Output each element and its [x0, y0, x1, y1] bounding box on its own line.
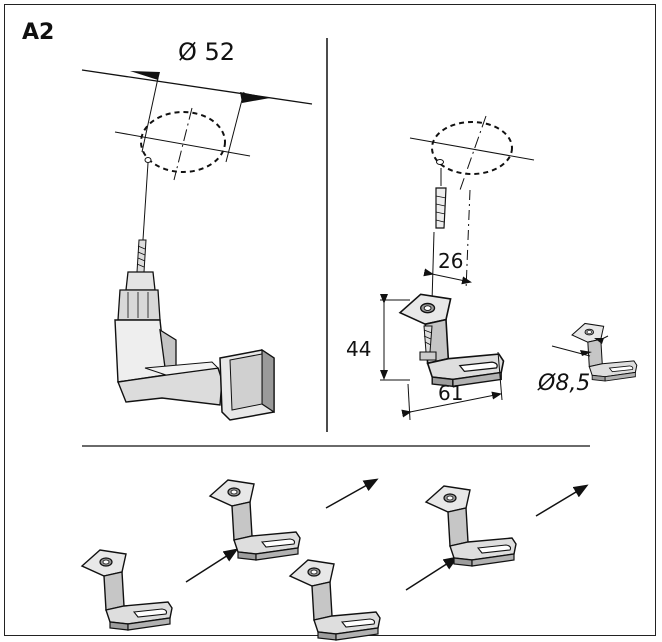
bracket-step-3-icon — [289, 559, 381, 641]
bracket-step-2-icon — [209, 479, 301, 561]
dimension-arrow-right-icon — [240, 92, 270, 103]
hole-outline-right — [431, 121, 513, 175]
arrow-right-icon — [535, 484, 589, 517]
panel-label: A2 — [22, 20, 55, 45]
mounting-bracket-icon — [399, 293, 505, 388]
drill-icon — [114, 271, 275, 421]
wall-plug-icon — [435, 168, 447, 229]
bracket-width-label: 61 — [438, 381, 463, 405]
hole-diameter-label: Ø 52 — [178, 38, 235, 66]
arrow-right-icon — [405, 556, 459, 591]
dimension-arrow-left-icon — [130, 71, 160, 80]
drill-bit — [136, 239, 147, 273]
installation-sequence — [81, 478, 589, 641]
bracket-section: 26 44 61 Ø8,5 — [346, 115, 638, 421]
drill-section: Ø 52 — [81, 38, 313, 421]
arrow-right-icon — [325, 478, 379, 509]
bracket-step-4-icon — [425, 485, 517, 567]
screw-icon — [419, 325, 437, 361]
hole-offset-label: 26 — [438, 249, 463, 273]
screw-diameter-label: Ø8,5 — [537, 371, 590, 396]
arrow-right-icon — [185, 548, 239, 583]
hole-outline — [140, 111, 226, 173]
bracket-height-label: 44 — [346, 337, 371, 361]
bracket-step-1-icon — [81, 549, 173, 631]
